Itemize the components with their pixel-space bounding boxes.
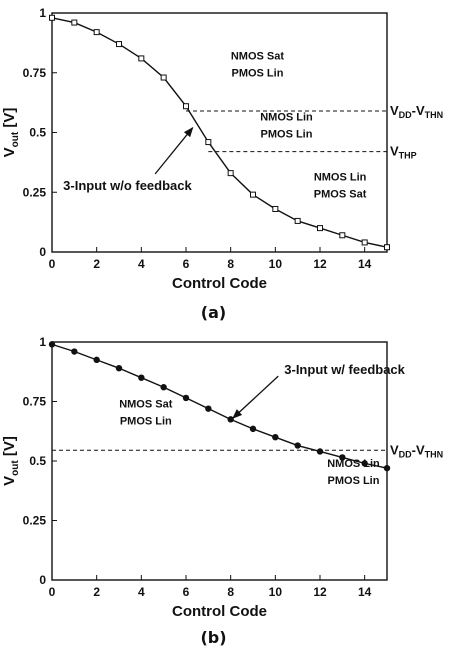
series-annotation: 3-Input w/o feedback — [63, 178, 192, 193]
region-label: NMOS Lin — [327, 458, 380, 470]
data-point — [71, 348, 78, 355]
panel-caption: (a) — [201, 303, 226, 322]
data-point — [205, 139, 212, 146]
x-tick-label: 12 — [313, 257, 327, 271]
y-tick-label: 1 — [39, 6, 46, 20]
y-axis-label: Vout [V] — [1, 436, 21, 486]
y-tick-label: 1 — [39, 335, 46, 349]
data-point — [272, 434, 279, 441]
x-tick-label: 6 — [183, 585, 190, 599]
region-label: NMOS Lin — [314, 171, 367, 183]
region-label: PMOS Sat — [314, 188, 367, 200]
x-axis-label: Control Code — [172, 275, 267, 292]
y-tick-label: 0.75 — [23, 395, 47, 409]
data-point — [116, 41, 122, 48]
annotation-arrow — [232, 375, 279, 419]
series-annotation: 3-Input w/ feedback — [284, 362, 405, 377]
data-point — [294, 442, 301, 449]
data-point — [93, 29, 100, 36]
x-tick-label: 10 — [269, 585, 283, 599]
data-point — [48, 341, 56, 348]
data-point — [49, 14, 55, 21]
region-label: NMOS Sat — [231, 51, 285, 63]
data-point — [160, 384, 167, 391]
data-point — [227, 416, 234, 423]
data-point — [227, 170, 234, 177]
data-point — [182, 394, 190, 402]
region-label: PMOS Lin — [120, 415, 172, 427]
data-point — [339, 454, 346, 461]
region-label: PMOS Lin — [231, 68, 283, 80]
x-tick-label: 4 — [138, 257, 145, 271]
y-tick-label: 0 — [39, 245, 46, 259]
x-tick-label: 10 — [269, 257, 283, 271]
data-point — [183, 103, 189, 110]
data-point — [361, 239, 368, 246]
x-tick-label: 6 — [183, 257, 190, 271]
series-line — [51, 17, 388, 248]
reference-line-label: VDD-VTHN — [390, 442, 443, 459]
x-tick-label: 2 — [93, 585, 100, 599]
y-axis-label: Vout [V] — [1, 108, 21, 158]
region-label: PMOS Lin — [328, 475, 380, 487]
panel-caption: (b) — [200, 628, 226, 647]
data-point — [71, 19, 78, 26]
x-tick-label: 4 — [138, 585, 145, 599]
y-tick-label: 0.25 — [23, 185, 47, 199]
region-label: NMOS Sat — [119, 398, 173, 410]
data-point — [384, 244, 390, 251]
y-tick-label: 0.5 — [29, 454, 46, 468]
x-tick-label: 12 — [313, 585, 327, 599]
x-tick-label: 0 — [49, 257, 56, 271]
data-point — [361, 460, 368, 467]
data-point — [294, 217, 301, 224]
x-tick-label: 8 — [227, 585, 234, 599]
annotation-arrow — [154, 126, 194, 175]
x-tick-label: 14 — [358, 257, 372, 271]
series-line — [51, 343, 388, 469]
data-point — [138, 55, 145, 62]
x-tick-label: 8 — [227, 257, 234, 271]
data-point — [316, 448, 324, 455]
x-axis-label: Control Code — [172, 603, 267, 620]
data-point — [115, 364, 123, 372]
data-point — [317, 225, 323, 232]
data-point — [383, 464, 391, 472]
reference-line-label: VDD-VTHN — [390, 103, 443, 120]
y-tick-label: 0.5 — [29, 126, 46, 140]
y-tick-label: 0.25 — [23, 514, 47, 528]
region-label: PMOS Lin — [261, 129, 313, 141]
region-label: NMOS Lin — [260, 112, 313, 124]
data-point — [339, 232, 346, 239]
data-point — [160, 74, 167, 81]
y-tick-label: 0 — [39, 573, 46, 587]
data-point — [205, 405, 212, 412]
x-tick-label: 0 — [49, 585, 56, 599]
data-point — [249, 425, 257, 433]
y-tick-label: 0.75 — [23, 66, 47, 80]
data-point — [272, 205, 279, 212]
data-point — [93, 356, 100, 364]
x-tick-label: 2 — [93, 257, 100, 271]
reference-line-label: VTHP — [390, 144, 417, 161]
x-tick-label: 14 — [358, 585, 372, 599]
plot-frame — [51, 12, 388, 253]
data-point — [138, 374, 145, 381]
data-point — [250, 191, 256, 198]
